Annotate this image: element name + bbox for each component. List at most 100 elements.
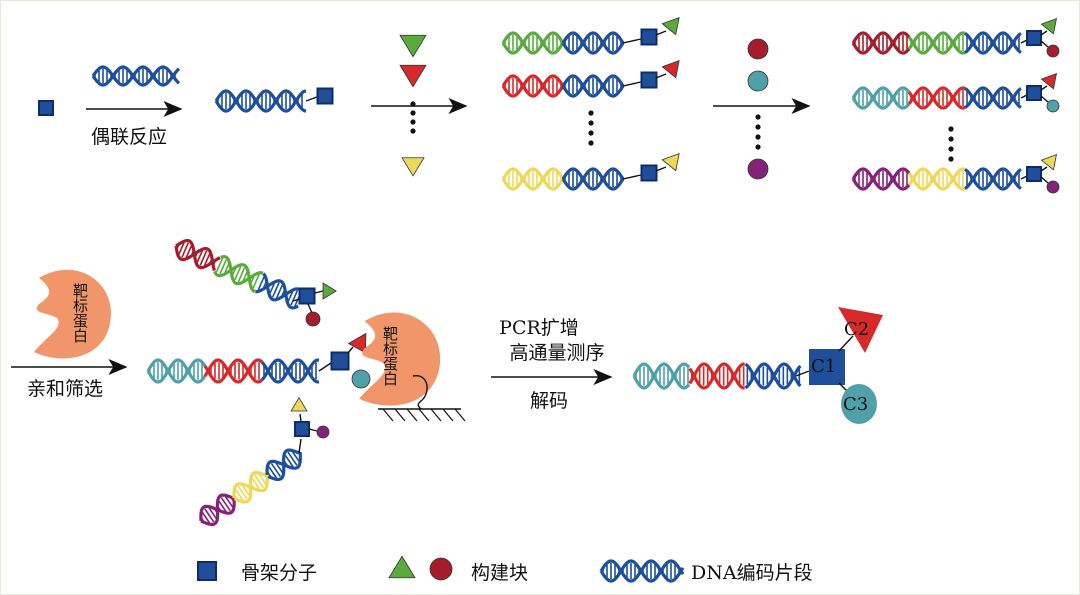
building-block-triangle — [347, 332, 367, 354]
dna-strand — [501, 167, 565, 191]
dna-segment — [744, 362, 802, 390]
dna-rung — [181, 242, 190, 258]
dna-rung — [269, 282, 276, 294]
dna-strand — [174, 245, 216, 272]
legend-building-block-label: 构建块 — [471, 562, 528, 584]
dna-segment — [964, 167, 1022, 191]
dna-rung — [218, 500, 227, 513]
dna-rung — [185, 245, 193, 258]
dna-rung — [284, 454, 294, 468]
legend-scaffold-square-icon — [197, 561, 217, 581]
dna-rung — [287, 451, 298, 466]
legend-triangle-icon — [388, 555, 416, 579]
linker — [305, 96, 318, 102]
dna-strand — [907, 167, 966, 191]
dna-strand — [907, 31, 966, 55]
dna-strand — [265, 452, 302, 475]
sequencing-label: 高通量测序 — [509, 342, 604, 364]
coupling-label: 偶联反应 — [91, 126, 167, 148]
dna-strand — [964, 31, 1022, 55]
dna-strand — [599, 559, 685, 583]
dna-strand — [851, 167, 911, 191]
linker — [622, 174, 642, 180]
dna-segment — [232, 470, 269, 504]
linker — [299, 413, 302, 422]
scaffold-square — [1026, 166, 1042, 182]
dna-rung — [237, 485, 248, 500]
building-block-circle — [1046, 180, 1060, 194]
dna-strand — [214, 89, 307, 113]
linker — [1040, 95, 1049, 103]
bound-target-protein-label: 靶标蛋白 — [381, 326, 399, 386]
linker — [307, 303, 313, 314]
dna-rung — [241, 484, 251, 497]
scaffold-square — [1026, 85, 1042, 101]
dna-strand — [255, 279, 299, 310]
building-block-triangle — [661, 59, 680, 79]
dna-rung — [237, 267, 246, 283]
dna-rung — [268, 466, 278, 479]
linker — [838, 335, 854, 352]
dna-rung — [204, 508, 215, 523]
ellipsis-dot — [948, 156, 954, 162]
dna-rung — [234, 488, 244, 501]
dna-segment — [851, 86, 911, 110]
dna-segment — [561, 74, 625, 98]
dna-strand — [632, 362, 691, 390]
dna-strand — [851, 31, 911, 55]
dna-strand — [561, 31, 625, 55]
affinity-screening-label: 亲和筛选 — [27, 378, 103, 400]
dna-segment — [91, 65, 181, 87]
dna-strand — [851, 167, 911, 191]
dna-segment — [851, 167, 911, 191]
surface-hatch — [442, 408, 454, 422]
linker — [314, 290, 324, 294]
linker — [655, 166, 667, 172]
dna-rung — [275, 284, 284, 299]
dna-segment — [260, 358, 320, 384]
ellipsis-dot — [410, 110, 416, 116]
dna-strand — [964, 86, 1022, 110]
linker — [622, 38, 642, 44]
dna-strand — [632, 362, 691, 390]
linker — [1040, 30, 1048, 36]
ellipsis-dot — [755, 124, 761, 130]
building-block-circle — [316, 425, 330, 439]
linker — [1040, 176, 1049, 184]
dna-segment — [561, 167, 625, 191]
dna-rung — [287, 290, 294, 302]
dna-rung — [258, 473, 267, 485]
dna-rung — [251, 477, 261, 490]
linker — [308, 428, 318, 432]
surface-hatch — [430, 408, 442, 422]
target-protein — [34, 269, 112, 359]
ellipsis-dot — [410, 119, 416, 125]
dna-segment — [214, 89, 307, 113]
building-block-triangle — [661, 16, 680, 36]
dna-strand — [214, 89, 307, 113]
building-block-teal-circle — [747, 70, 769, 92]
linker — [347, 346, 354, 354]
building-block-circle — [1046, 44, 1060, 58]
dna-segment — [561, 31, 625, 55]
linker — [1040, 40, 1049, 48]
decoding-label: 解码 — [530, 390, 568, 412]
building-block-triangle — [1040, 154, 1057, 171]
dna-segment — [501, 74, 565, 98]
linker — [622, 81, 642, 87]
dna-strand — [688, 362, 745, 390]
dna-segment — [688, 362, 745, 390]
surface-hatch — [394, 408, 406, 422]
dna-strand — [561, 167, 625, 191]
linker — [655, 73, 667, 79]
dna-segment — [265, 448, 302, 482]
building-block-c3 — [841, 384, 877, 424]
dna-strand — [91, 65, 181, 87]
dna-strand — [851, 86, 911, 110]
legend-scaffold-label: 骨架分子 — [241, 562, 317, 584]
dna-strand — [260, 358, 320, 384]
dna-strand — [501, 74, 565, 98]
dna-strand — [146, 358, 207, 384]
